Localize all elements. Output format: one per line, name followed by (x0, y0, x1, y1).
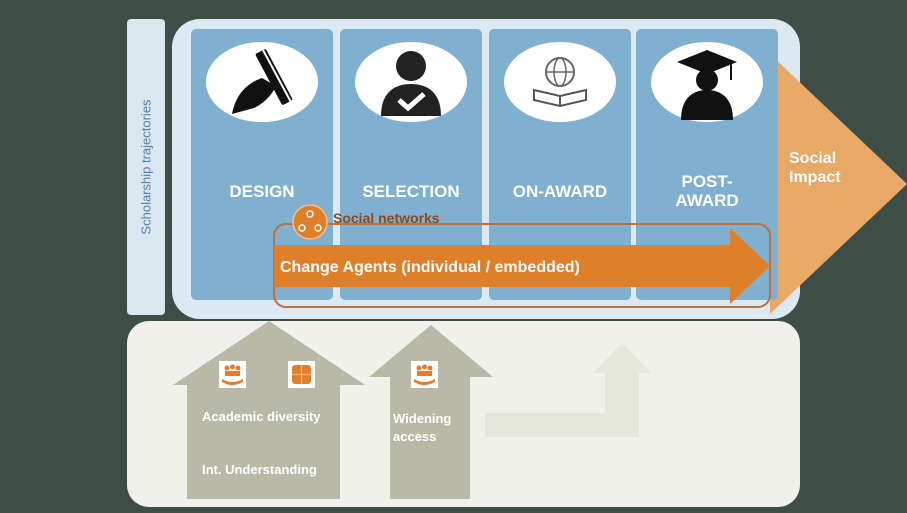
stage-label-line1: POST- (681, 172, 733, 191)
impact-line1: Social (789, 150, 837, 167)
faint-arrow (485, 343, 651, 437)
impact-line2: Impact (789, 169, 841, 186)
stage-label-line2: AWARD (675, 191, 739, 210)
stage-label: SELECTION (362, 182, 460, 201)
network-icon (292, 204, 328, 240)
change-agents-label: Change Agents (individual / embedded) (280, 259, 580, 276)
stage-design: DESIGN (191, 29, 333, 300)
graduate-icon (651, 42, 763, 122)
globe-book-icon (504, 42, 616, 122)
social-networks-label: Social networks (333, 210, 440, 226)
community-hands-icon (219, 361, 246, 388)
puzzle-icon (288, 361, 315, 388)
person-check-icon (355, 42, 467, 122)
community-hands-icon (411, 361, 438, 388)
side-label-box: Scholarship trajectories (127, 19, 165, 315)
stage-label: ON-AWARD (512, 182, 608, 201)
widening-access-label: Widening access (393, 410, 451, 446)
social-impact-arrow (770, 54, 907, 314)
change-agents-arrow (273, 223, 771, 308)
widening-line2: access (393, 429, 437, 444)
pen-hand-icon (206, 42, 318, 122)
academic-diversity-label: Academic diversity (202, 409, 321, 424)
side-label: Scholarship trajectories (138, 99, 154, 235)
stage-label: DESIGN (229, 182, 295, 201)
house-arrow-small (369, 325, 493, 499)
int-understanding-label: Int. Understanding (202, 462, 317, 477)
stage-label: POST- AWARD (636, 172, 778, 210)
widening-line1: Widening (393, 411, 452, 426)
bottom-shapes (173, 321, 651, 499)
social-impact-label: Social Impact (789, 149, 841, 187)
